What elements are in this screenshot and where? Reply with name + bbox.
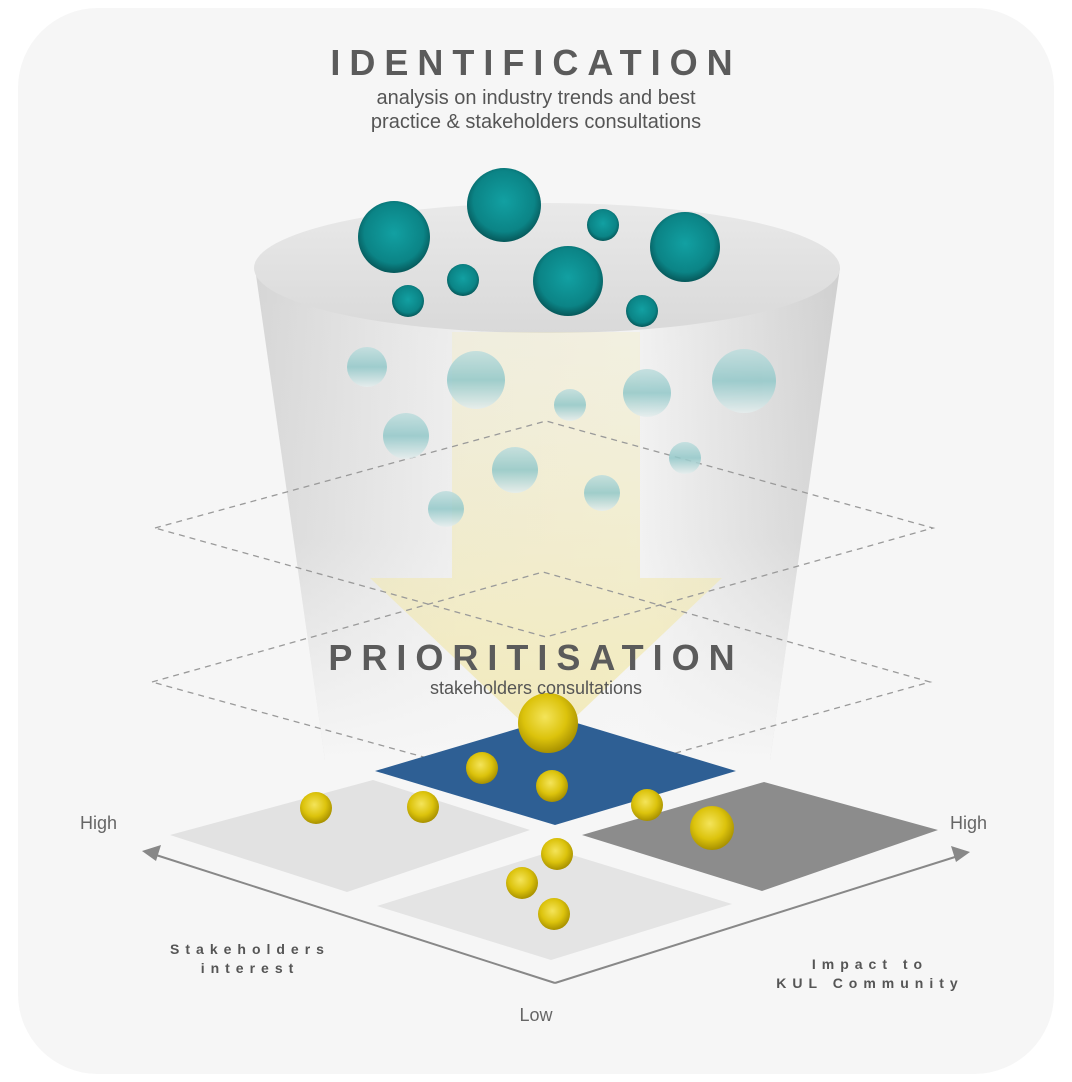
arrow-left-icon — [142, 845, 161, 861]
faded-bubble — [428, 491, 464, 527]
quadrant-left-light — [170, 780, 530, 892]
stakeholders-interest-label-line1: Stakeholders — [170, 941, 330, 957]
gold-bubble — [300, 792, 332, 824]
faded-bubble — [347, 347, 387, 387]
impact-label-line1: Impact to — [811, 956, 929, 972]
gold-bubble — [506, 867, 538, 899]
faded-bubble — [447, 351, 505, 409]
faded-bubble — [669, 442, 701, 474]
faded-bubble — [492, 447, 538, 493]
teal-bubble — [467, 168, 541, 242]
teal-bubbles-top — [358, 168, 720, 327]
faded-bubble — [623, 369, 671, 417]
prioritisation-subtitle: stakeholders consultations — [429, 678, 643, 698]
impact-label-line2: KUL Community — [776, 975, 964, 991]
teal-bubble — [358, 201, 430, 273]
gold-bubble — [631, 789, 663, 821]
quadrant-right-dark — [582, 782, 938, 891]
axis-right-high-label: High — [950, 813, 988, 833]
prioritisation-title: PRIORITISATION — [328, 637, 744, 678]
teal-bubble — [650, 212, 720, 282]
teal-bubble — [587, 209, 619, 241]
identification-title: IDENTIFICATION — [330, 42, 742, 83]
axis-low-label: Low — [519, 1005, 553, 1025]
gold-bubble — [690, 806, 734, 850]
lower-dashed-plane — [149, 571, 933, 791]
teal-bubble — [447, 264, 479, 296]
teal-bubble — [392, 285, 424, 317]
stakeholders-interest-label-line2: interest — [200, 960, 300, 976]
gold-bubble — [466, 752, 498, 784]
teal-bubble — [626, 295, 658, 327]
gold-bubbles — [300, 693, 734, 930]
arrow-right-icon — [951, 846, 970, 862]
upper-dashed-plane — [152, 420, 936, 638]
identification-subtitle-line1: analysis on industry trends and best — [376, 87, 696, 109]
identification-subtitle-line2: practice & stakeholders consultations — [370, 111, 702, 133]
faded-bubbles — [347, 347, 776, 527]
faded-bubble — [712, 349, 776, 413]
axis-left-high-label: High — [80, 813, 118, 833]
gold-bubble — [541, 838, 573, 870]
faded-bubble — [383, 413, 429, 459]
axes — [142, 845, 970, 984]
gold-bubble — [538, 898, 570, 930]
gold-bubble — [536, 770, 568, 802]
faded-bubble — [554, 389, 586, 421]
down-arrow-icon — [370, 332, 722, 745]
faded-bubble — [584, 475, 620, 511]
teal-bubble — [533, 246, 603, 316]
gold-bubble — [518, 693, 578, 753]
gold-bubble — [407, 791, 439, 823]
